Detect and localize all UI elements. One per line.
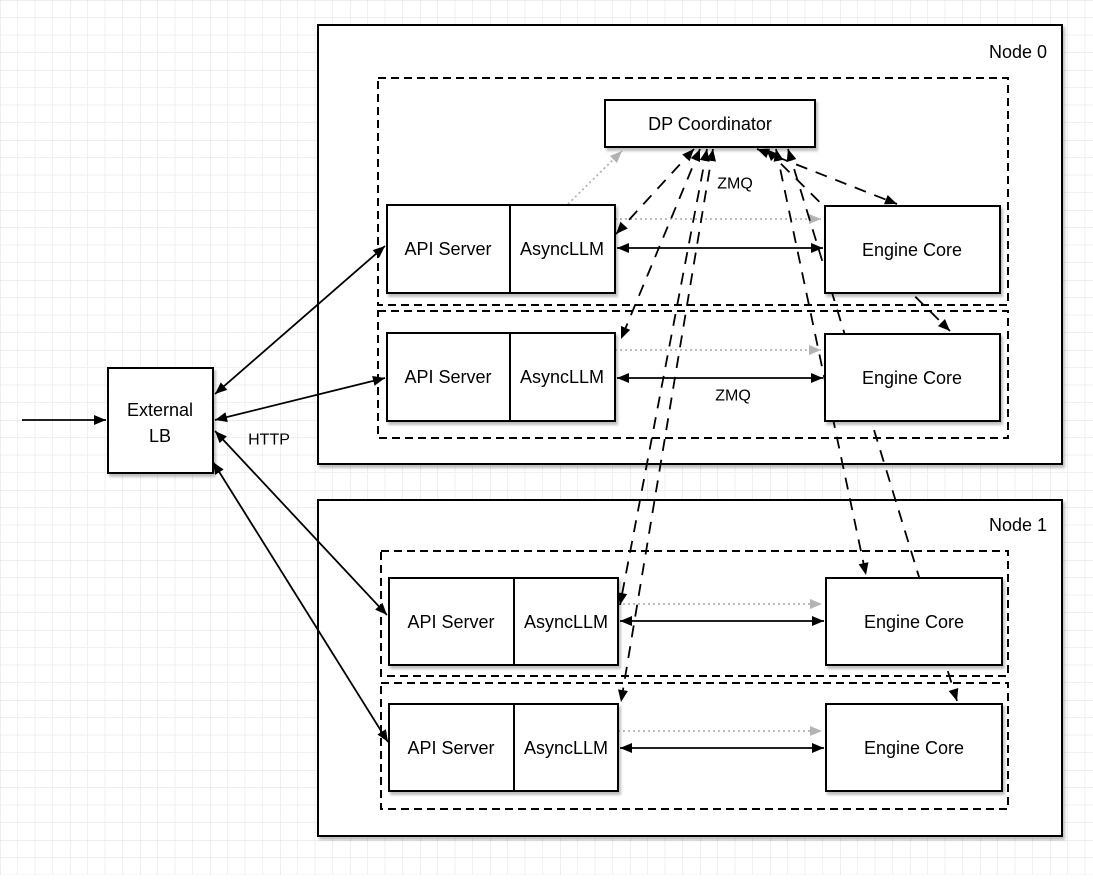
zmq-label-coordinator: ZMQ: [717, 176, 753, 193]
engine-core-label: Engine Core: [862, 368, 962, 388]
external-lb-label-line2: LB: [149, 426, 171, 446]
node0-label: Node 0: [989, 42, 1047, 62]
api-server-label: API Server: [407, 738, 494, 758]
engine-core-n1r1: Engine Core: [825, 577, 1003, 666]
api-server-group-n0r1: API Server AsyncLLM: [386, 204, 616, 294]
api-server-label: API Server: [407, 612, 494, 632]
engine-core-n1r2: Engine Core: [825, 703, 1003, 792]
async-llm-label: AsyncLLM: [520, 367, 604, 387]
engine-core-box-n0r1: [824, 205, 1001, 294]
dp-coordinator: DP Coordinator: [604, 99, 816, 148]
api-server-group-n1r1: API Server AsyncLLM: [388, 577, 619, 666]
api-server-group-n0r2: API Server AsyncLLM: [386, 332, 616, 422]
api-async-box-n0r1: [386, 204, 616, 294]
http-label: HTTP: [248, 432, 290, 449]
engine-core-box-n1r1: [825, 577, 1003, 666]
engine-core-n0r1: Engine Core: [824, 205, 1001, 294]
async-llm-label: AsyncLLM: [524, 738, 608, 758]
arrow-lb-api-n0r1: [214, 245, 386, 395]
arrow-lb-api-n0r2: [214, 376, 386, 422]
engine-core-n0r2: Engine Core: [824, 333, 1001, 422]
api-server-label: API Server: [404, 239, 491, 259]
async-llm-label: AsyncLLM: [524, 612, 608, 632]
engine-core-box-n0r2: [824, 333, 1001, 422]
async-llm-label: AsyncLLM: [520, 239, 604, 259]
dashed-arrow-dp-async-n1r2: [618, 148, 716, 703]
external-lb-box: [107, 367, 214, 474]
arrow-lb-api-n1r2: [212, 461, 389, 743]
dp-coordinator-label: DP Coordinator: [648, 114, 772, 134]
api-server-label: API Server: [404, 367, 491, 387]
external-lb: External LB: [107, 367, 214, 474]
external-lb-label-line1: External: [127, 400, 193, 420]
engine-core-label: Engine Core: [864, 612, 964, 632]
node1-label: Node 1: [989, 515, 1047, 535]
api-async-box-n1r1: [388, 577, 619, 666]
dp-coordinator-box: [604, 99, 816, 148]
zmq-label-engine: ZMQ: [715, 388, 751, 405]
engine-core-label: Engine Core: [862, 240, 962, 260]
engine-core-box-n1r2: [825, 703, 1003, 792]
api-async-box-n1r2: [388, 703, 619, 792]
api-server-group-n1r2: API Server AsyncLLM: [388, 703, 619, 792]
api-async-box-n0r2: [386, 332, 616, 422]
engine-core-label: Engine Core: [864, 738, 964, 758]
